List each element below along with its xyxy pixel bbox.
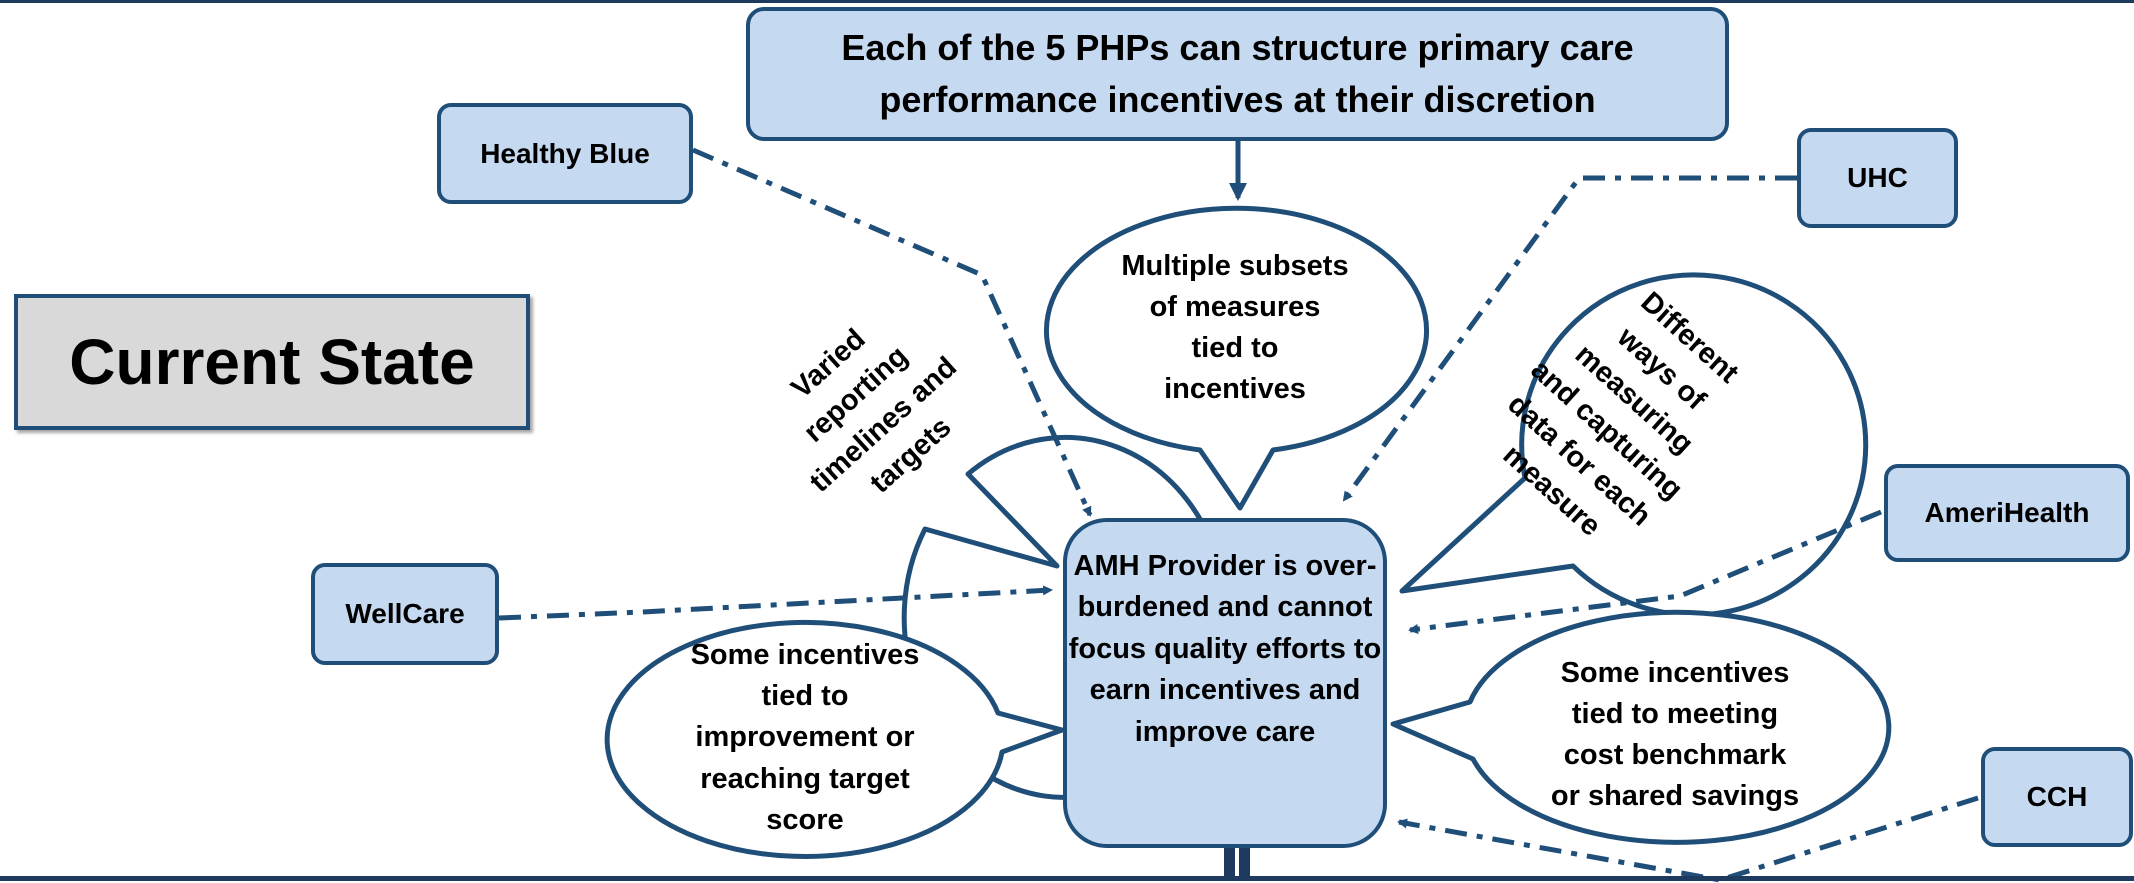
plan-amerihealth: AmeriHealth (1884, 464, 2130, 562)
connector-cch (1397, 795, 1979, 883)
title-box: Each of the 5 PHPs can structure primary… (746, 7, 1729, 141)
connector-wellcare (498, 585, 1053, 621)
connector-amerihealth (1408, 509, 1882, 634)
plan-wellcare: WellCare (311, 563, 499, 665)
top-border (0, 0, 2134, 3)
bubble-measures-label: Multiple subsets of measures tied to inc… (1121, 249, 1349, 406)
plan-healthy-blue: Healthy Blue (437, 103, 693, 204)
connector-uhc (1341, 175, 1797, 502)
current-state-label: Current State (14, 294, 530, 430)
bubble-measures (1044, 205, 1429, 511)
bubble-improvement-label: Some incentives tied to improvement or r… (690, 639, 920, 836)
bubble-improvement-text: Some incentives tied to improvement or r… (640, 628, 970, 848)
bottom-border (0, 876, 2134, 881)
plan-cch: CCH (1981, 747, 2133, 847)
bubble-cost-text: Some incentives tied to meeting cost ben… (1500, 640, 1850, 830)
bubble-measures-text: Multiple subsets of measures tied to inc… (1060, 228, 1410, 428)
bubble-improvement (604, 619, 1065, 859)
bubble-cost (1390, 609, 1892, 845)
plan-uhc: UHC (1797, 128, 1958, 228)
connector-healthy-blue (692, 147, 1093, 517)
amh-provider-box: AMH Provider is over-burdened and cannot… (1063, 518, 1387, 848)
bubble-cost-label: Some incentives tied to meeting cost ben… (1550, 656, 1800, 813)
